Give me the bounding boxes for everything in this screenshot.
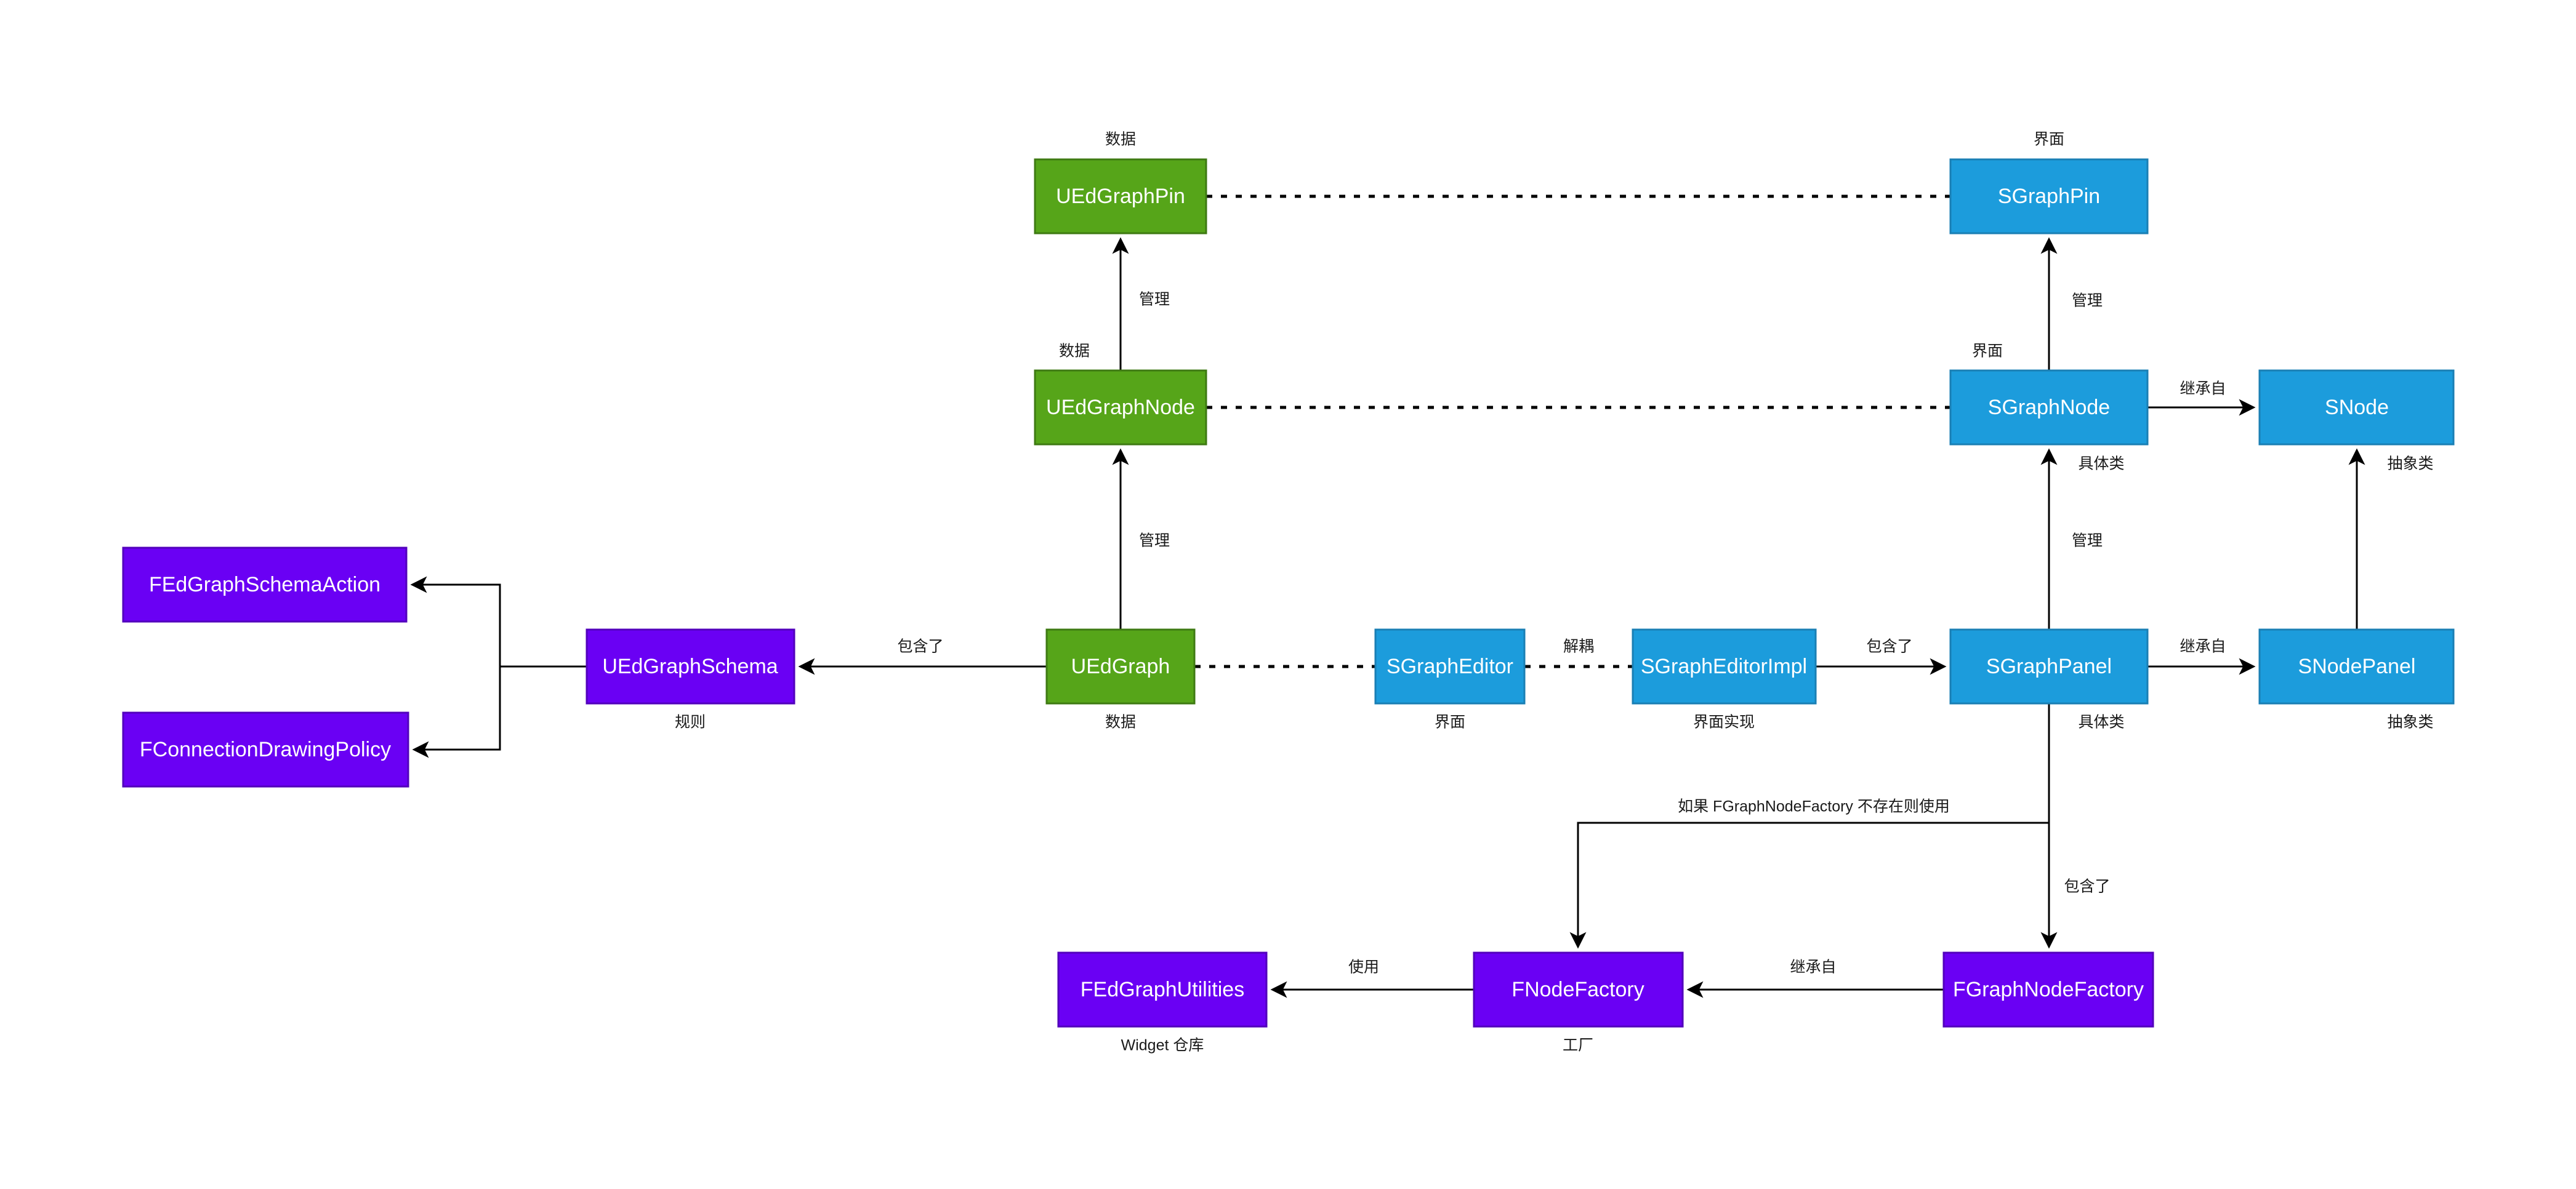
node-label-uedgraphnode: UEdGraphNode xyxy=(1046,396,1195,419)
node-label-fedgraphutilities: FEdGraphUtilities xyxy=(1081,978,1244,1001)
node-sgraphpanel[interactable]: SGraphPanel xyxy=(1949,628,2149,705)
node-label-fconnectiondrawingpolicy: FConnectionDrawingPolicy xyxy=(140,738,391,761)
node-label-sgrapheditorimpl: SGraphEditorImpl xyxy=(1641,655,1807,678)
node-box-sgraphnode[interactable] xyxy=(1949,369,2149,446)
node-box-sgraphpanel[interactable] xyxy=(1949,628,2149,705)
node-fconnectiondrawingpolicy[interactable]: FConnectionDrawingPolicy xyxy=(122,711,409,788)
node-label-sgraphpin: SGraphPin xyxy=(1998,185,2100,208)
node-snodepanel[interactable]: SNodePanel xyxy=(2258,628,2455,705)
caption-uedgraphpin: 数据 xyxy=(1105,131,1136,148)
edge-label-contains-schema: 包含了 xyxy=(897,638,943,655)
node-fgraphnodefactory[interactable]: FGraphNodeFactory xyxy=(1942,951,2154,1028)
caption-uedgraphnode: 数据 xyxy=(1059,343,1090,360)
edge-label-manage-sgraphnode: 管理 xyxy=(2072,532,2103,550)
node-label-snodepanel: SNodePanel xyxy=(2298,655,2416,678)
node-box-sgrapheditor[interactable] xyxy=(1374,628,1526,705)
node-box-fnodefactory[interactable] xyxy=(1473,951,1684,1028)
edge-label-decouple: 解耦 xyxy=(1563,638,1594,655)
caption-fnodefactory: 工厂 xyxy=(1563,1037,1593,1054)
node-label-sgraphnode: SGraphNode xyxy=(1988,396,2110,419)
node-label-fgraphnodefactory: FGraphNodeFactory xyxy=(1953,978,2144,1001)
node-box-uedgraphpin[interactable] xyxy=(1034,158,1207,234)
edge-label-inherits-snode: 继承自 xyxy=(2180,380,2226,398)
node-fedgraphutilities[interactable]: FEdGraphUtilities xyxy=(1057,951,1268,1028)
caption-sgraphnode-concrete: 具体类 xyxy=(2078,455,2124,473)
caption-snode: 抽象类 xyxy=(2387,455,2433,473)
node-box-fgraphnodefactory[interactable] xyxy=(1942,951,2154,1028)
caption-sgraphpin: 界面 xyxy=(2034,131,2064,148)
node-box-snode[interactable] xyxy=(2258,369,2455,446)
nodes-layer: UEdGraphPin UEdGraphNode UEdGraph UEdGra… xyxy=(122,158,2455,1028)
node-sgraphpin[interactable]: SGraphPin xyxy=(1949,158,2149,234)
node-sgrapheditor[interactable]: SGraphEditor xyxy=(1374,628,1526,705)
edge-uedgraphschema-to-fedgraphschemaaction xyxy=(410,576,587,668)
node-fedgraphschemaaction[interactable]: FEdGraphSchemaAction xyxy=(122,546,408,623)
caption-sgrapheditor: 界面 xyxy=(1435,714,1465,731)
caption-uedgraph: 数据 xyxy=(1105,714,1136,731)
node-box-sgraphpin[interactable] xyxy=(1949,158,2149,234)
node-label-uedgraphpin: UEdGraphPin xyxy=(1056,185,1185,208)
node-label-uedgraph: UEdGraph xyxy=(1071,655,1170,678)
node-box-fedgraphschemaaction[interactable] xyxy=(122,546,408,623)
caption-sgraphpanel: 具体类 xyxy=(2078,714,2124,731)
node-sgraphnode[interactable]: SGraphNode xyxy=(1949,369,2149,446)
edge-label-use-utilities: 使用 xyxy=(1348,959,1379,976)
edge-label-inherits-snodepanel: 继承自 xyxy=(2180,638,2226,655)
node-box-uedgraphnode[interactable] xyxy=(1034,369,1207,446)
node-label-snode: SNode xyxy=(2325,396,2389,419)
caption-uedgraphschema: 规则 xyxy=(675,714,706,731)
node-uedgraph[interactable]: UEdGraph xyxy=(1045,628,1196,705)
caption-fedgraphutilities: Widget 仓库 xyxy=(1121,1037,1204,1054)
edge-label-contains-factory: 包含了 xyxy=(2064,878,2110,895)
edge-label-inherits-fnodefactory: 继承自 xyxy=(1790,959,1836,976)
node-snode[interactable]: SNode xyxy=(2258,369,2455,446)
edge-label-manage-sgraphpin: 管理 xyxy=(2072,292,2103,310)
node-label-sgrapheditor: SGraphEditor xyxy=(1387,655,1513,678)
node-label-fedgraphschemaaction: FEdGraphSchemaAction xyxy=(149,573,380,596)
edge-label-manage-pin: 管理 xyxy=(1139,291,1170,308)
edge-label-fallback-factory: 如果 FGraphNodeFactory 不存在则使用 xyxy=(1678,798,1950,815)
caption-sgraphnode: 界面 xyxy=(1972,343,2003,360)
node-box-snodepanel[interactable] xyxy=(2258,628,2455,705)
node-fnodefactory[interactable]: FNodeFactory xyxy=(1473,951,1684,1028)
node-box-sgrapheditorimpl[interactable] xyxy=(1632,628,1817,705)
node-box-fedgraphutilities[interactable] xyxy=(1057,951,1268,1028)
node-box-uedgraph[interactable] xyxy=(1045,628,1196,705)
node-box-fconnectiondrawingpolicy[interactable] xyxy=(122,711,409,788)
edge-label-manage-node: 管理 xyxy=(1139,532,1170,550)
node-uedgraphschema[interactable]: UEdGraphSchema xyxy=(586,628,795,705)
node-box-uedgraphschema[interactable] xyxy=(586,628,795,705)
edge-labels-layer: 管理 管理 管理 管理 包含了 解耦 包含了 继承自 继承自 如果 FGraph… xyxy=(897,291,2226,976)
edge-sgraphpanel-to-fnodefactory xyxy=(1569,703,2050,949)
edge-label-contains-panel: 包含了 xyxy=(1866,638,1912,655)
caption-snodepanel: 抽象类 xyxy=(2387,714,2433,731)
node-label-fnodefactory: FNodeFactory xyxy=(1511,978,1644,1001)
node-uedgraphpin[interactable]: UEdGraphPin xyxy=(1034,158,1207,234)
caption-sgrapheditorimpl: 界面实现 xyxy=(1693,714,1755,731)
node-sgrapheditorimpl[interactable]: SGraphEditorImpl xyxy=(1632,628,1817,705)
captions-layer: 数据 界面 数据 界面 抽象类 具体类 规则 数据 界面 界面实现 具体类 抽象… xyxy=(675,131,2434,1054)
edges-layer xyxy=(410,194,2365,998)
node-label-sgraphpanel: SGraphPanel xyxy=(1986,655,2112,678)
node-uedgraphnode[interactable]: UEdGraphNode xyxy=(1034,369,1207,446)
node-label-uedgraphschema: UEdGraphSchema xyxy=(602,655,778,678)
edge-uedgraphschema-to-fconnectiondrawingpolicy xyxy=(412,665,587,758)
